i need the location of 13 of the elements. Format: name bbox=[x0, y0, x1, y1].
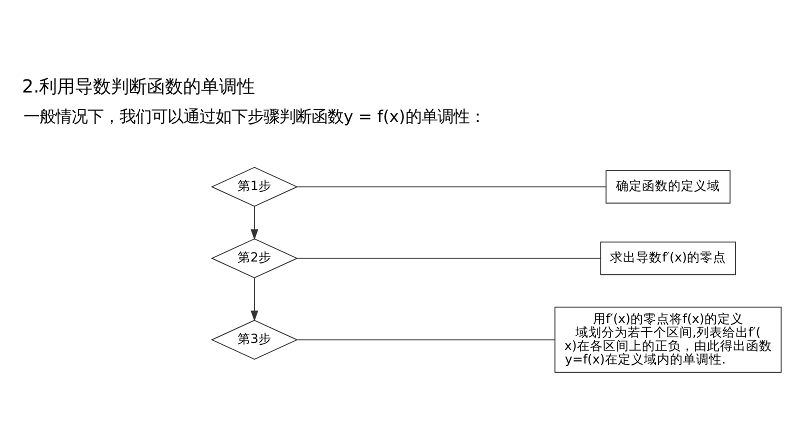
node-box: 用f′(x)的零点将f(x)的定义域划分为若干个区间,列表给出f′(x)在各区间上的正负，由此得出函数y=f(x)在定义域内的单调性. bbox=[554, 306, 782, 373]
diagram-title: 2.利用导数判断函数的单调性 bbox=[22, 76, 256, 98]
arrow bbox=[250, 206, 258, 240]
arrow bbox=[250, 277, 258, 322]
node-diamond: 第2步 bbox=[210, 238, 298, 278]
node-box: 求出导数f′(x)的零点 bbox=[600, 242, 736, 276]
connector bbox=[296, 258, 602, 259]
node-diamond: 第3步 bbox=[210, 320, 298, 360]
node-diamond: 第1步 bbox=[210, 166, 298, 207]
connector bbox=[296, 339, 556, 340]
node-box: 确定函数的定义域 bbox=[606, 170, 730, 204]
connector bbox=[296, 186, 606, 188]
label: 一般情况下，我们可以通过如下步骤判断函数y = f(x)的单调性： bbox=[24, 107, 486, 126]
